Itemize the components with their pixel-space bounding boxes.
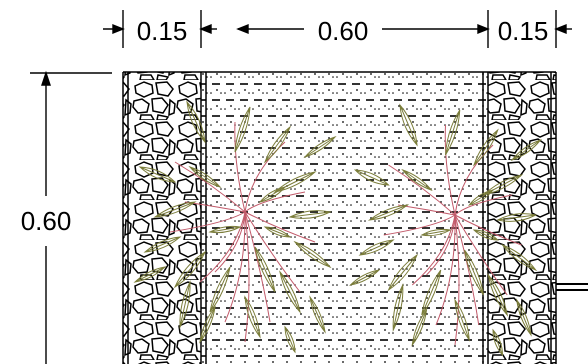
leaf-icon [263, 125, 292, 164]
leaf-icon [421, 269, 442, 316]
right-wall-width-label: 0.15 [498, 16, 549, 46]
leaf-icon [263, 226, 292, 238]
leaf-icon [487, 273, 509, 317]
leaf-icon [173, 250, 207, 289]
leaf-icon [454, 298, 470, 342]
root-line [426, 214, 456, 276]
root-line [383, 214, 456, 236]
leaf-icon [353, 169, 390, 186]
root-line [244, 211, 301, 293]
root-line [234, 121, 246, 213]
root-line [444, 124, 456, 216]
leaf-icon [445, 109, 461, 156]
leaf-icon [133, 266, 167, 283]
leaf-icon [401, 168, 433, 192]
leaf-icon [349, 269, 381, 286]
height-label: 0.60 [21, 206, 72, 236]
leaf-icon [467, 189, 495, 206]
leaf-icon [138, 166, 177, 183]
leaf-icon [464, 249, 484, 296]
leaf-icon [293, 240, 332, 269]
top-dimension [103, 10, 572, 48]
leaf-icon [472, 229, 500, 241]
root-line [174, 161, 246, 213]
root-line [244, 211, 250, 343]
root-line [214, 211, 246, 273]
leaf-icon [208, 225, 242, 234]
left-stone-wall [123, 72, 201, 364]
leaf-icon [244, 295, 261, 339]
leaf-icon [153, 201, 197, 218]
root-line [454, 214, 508, 296]
leaf-icon [279, 270, 301, 314]
leaf-icon [516, 298, 532, 337]
leaf-icon [188, 165, 222, 189]
root-line [454, 194, 513, 216]
leaf-icon [472, 128, 499, 167]
root-line [454, 214, 522, 246]
leaf-icon [496, 213, 538, 222]
arrow-left-icon [236, 23, 249, 35]
arrow-right-icon [112, 23, 125, 35]
plants [133, 100, 542, 357]
leaf-icon [392, 283, 404, 332]
plant-left [133, 100, 337, 354]
leaf-icon [199, 305, 216, 344]
root-line [244, 211, 271, 323]
leaf-icon [358, 239, 395, 256]
wall-outlines [122, 71, 557, 364]
arrow-left-icon [199, 23, 212, 35]
leaf-icon [284, 325, 296, 354]
leaf-icon [510, 138, 542, 162]
root-line [244, 211, 316, 243]
leaf-icon [501, 243, 538, 272]
root-line [435, 214, 456, 326]
root-line [388, 164, 456, 216]
plant-right [349, 103, 542, 357]
root-line [224, 211, 246, 323]
leaf-icon [492, 328, 504, 357]
leaf-icon [367, 204, 410, 221]
root-line [244, 191, 306, 213]
leaf-icon [186, 100, 206, 144]
leaf-icon [143, 236, 182, 253]
arrow-right-icon [477, 23, 490, 35]
arrow-up-icon [41, 70, 51, 86]
root-line [411, 214, 456, 286]
leaf-icon [258, 186, 287, 203]
arrow-left-icon [554, 23, 567, 35]
leaf-icon [303, 135, 337, 159]
leaf-icon [309, 295, 326, 334]
leaf-icon [288, 210, 332, 219]
left-wall-width-label: 0.15 [137, 16, 188, 46]
leaf-icon [411, 308, 428, 347]
core-width-label: 0.60 [318, 16, 369, 46]
root-line [454, 214, 460, 346]
root-line [199, 211, 246, 283]
leaf-icon [254, 246, 276, 293]
leaf-icon [387, 253, 419, 292]
leaf-icon [420, 228, 452, 237]
right-stone-wall [488, 72, 556, 364]
height-dimension [30, 70, 112, 364]
leaf-icon [399, 103, 418, 147]
leaf-icon [209, 266, 231, 313]
root-line [454, 214, 480, 326]
leaf-icon [234, 106, 251, 153]
leaf-icon [179, 280, 191, 329]
root-line [169, 211, 246, 233]
outlet-pipe [556, 283, 588, 291]
